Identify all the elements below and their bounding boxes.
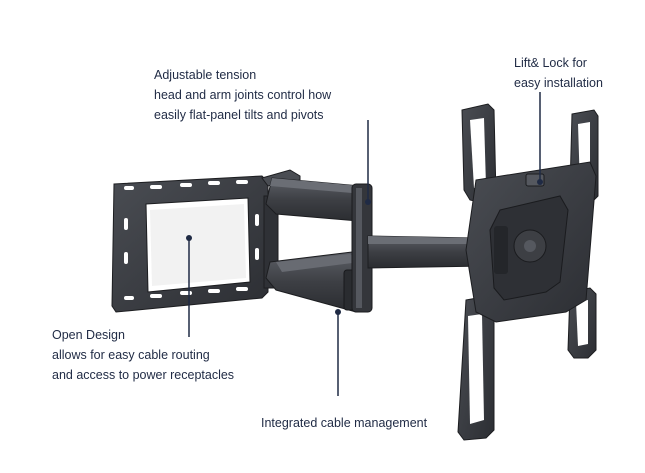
callout-tension-line-2: head and arm joints control how — [154, 88, 332, 102]
leader-dot-tension — [365, 199, 371, 205]
tv-bracket-plate — [457, 103, 599, 441]
callout-lift-lock: Lift& Lock for easy installation — [514, 53, 603, 93]
callout-tension-title: Adjustable tension — [154, 68, 257, 82]
wall-plate — [111, 175, 269, 313]
callout-tension-line-3: easily flat-panel tilts and pivots — [154, 108, 324, 122]
leader-lines — [186, 92, 543, 396]
callout-open-design-line-2: allows for easy cable routing — [52, 348, 210, 362]
callout-open-design-title: Open Design — [52, 328, 125, 342]
leader-dot-cable — [335, 309, 341, 315]
callout-open-design-line-3: and access to power receptacles — [52, 368, 235, 382]
callout-open-design: Open Design allows for easy cable routin… — [52, 325, 234, 385]
callout-lift-lock-title: Lift& Lock for — [514, 56, 587, 70]
upper-arm — [265, 177, 371, 223]
callout-cable-management: Integrated cable management — [261, 413, 427, 433]
callout-lift-lock-line-2: easy installation — [514, 76, 603, 90]
callout-adjustable-tension: Adjustable tension head and arm joints c… — [154, 65, 331, 125]
leader-dot-lift-lock — [537, 179, 543, 185]
forearm — [367, 235, 487, 269]
callout-cable-title: Integrated cable management — [261, 416, 428, 430]
leader-dot-open-design — [186, 235, 192, 241]
